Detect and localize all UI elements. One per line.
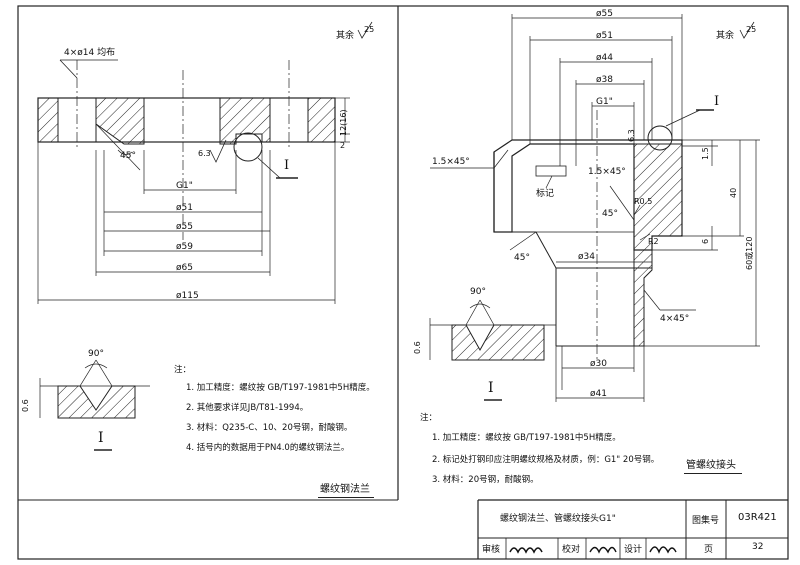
joint-notes-title: 注： — [420, 413, 438, 423]
atlas-label: 图集号 — [692, 516, 720, 526]
right-roughness-value: 25 — [746, 25, 757, 34]
joint-thread: G1" — [596, 97, 613, 107]
title-block-grid — [477, 499, 788, 559]
left-roughness-label: 其余 — [336, 31, 355, 41]
joint-detail-I — [429, 299, 556, 401]
flange-depth-63: 6.3 — [198, 149, 211, 158]
design-label: 设计 — [624, 545, 643, 555]
title-block-title: 螺纹钢法兰、管螺纹接头G1" — [500, 514, 616, 524]
joint-dim-41: ø41 — [590, 389, 607, 399]
flange-note-3: 3. 材料：Q235-C、10、20号钢，耐酸钢。 — [186, 423, 353, 433]
joint-mark-label: 标记 — [536, 189, 555, 199]
joint-dim-30: ø30 — [590, 359, 607, 369]
flange-caption: 螺纹钢法兰 — [320, 484, 370, 495]
joint-detail-marker: I — [714, 94, 720, 109]
joint-angle-45-outer: 45° — [514, 253, 530, 263]
joint-detail-06: 0.6 — [413, 341, 422, 354]
flange-detail-06: 0.6 — [21, 399, 30, 412]
joint-depth-63: 6.3 — [627, 129, 636, 142]
review-label: 审核 — [482, 545, 501, 555]
flange-detail-title: I — [98, 430, 104, 446]
joint-note-3: 3. 材料：20号钢，耐酸钢。 — [432, 475, 539, 485]
joint-caption-underline — [684, 473, 742, 474]
right-roughness-label: 其余 — [716, 31, 735, 41]
joint-chamfer-left: 1.5×45° — [432, 157, 470, 167]
joint-dim-55: ø55 — [596, 9, 613, 19]
joint-chamfer-4: 4×45° — [660, 314, 690, 324]
flange-section — [37, 21, 373, 304]
joint-r05: R0.5 — [634, 197, 653, 206]
flange-dim-65: ø65 — [176, 263, 193, 273]
flange-dim-115: ø115 — [176, 291, 199, 301]
joint-angle-45-inner: 45° — [602, 209, 618, 219]
flange-dim-51: ø51 — [176, 203, 193, 213]
page-label: 页 — [704, 545, 714, 555]
joint-chamfer-inner: 1.5×45° — [588, 167, 626, 177]
flange-detail-angle: 90° — [88, 349, 104, 359]
joint-note-2: 2. 标记处打钢印应注明螺纹规格及材质，例：G1" 20号钢。 — [432, 455, 660, 465]
flange-thread: G1" — [176, 181, 193, 191]
left-roughness-value: 25 — [364, 25, 375, 34]
flange-note-4: 4. 括号内的数据用于PN4.0的螺纹钢法兰。 — [186, 443, 350, 453]
check-label: 校对 — [562, 545, 581, 555]
flange-caption-underline — [318, 497, 374, 498]
holes-label: 4×ø14 均布 — [64, 48, 116, 58]
flange-notes-title: 注： — [174, 365, 192, 375]
joint-dim-34: ø34 — [578, 252, 595, 262]
joint-detail-title: I — [488, 380, 494, 396]
joint-dim-51: ø51 — [596, 31, 613, 41]
joint-caption: 管螺纹接头 — [686, 460, 736, 471]
flange-angle-45: 45° — [120, 151, 136, 161]
joint-v60: 60或120 — [745, 236, 754, 270]
flange-dim-55: ø55 — [176, 222, 193, 232]
joint-v6: 6 — [701, 238, 710, 244]
flange-note-1: 1. 加工精度：螺纹按 GB/T197-1981中5H精度。 — [186, 383, 375, 393]
joint-r2: R2 — [648, 237, 659, 246]
joint-v40: 40 — [729, 187, 738, 198]
joint-note-1: 1. 加工精度：螺纹按 GB/T197-1981中5H精度。 — [432, 433, 621, 443]
joint-section — [430, 14, 760, 402]
flange-detail-marker: I — [284, 158, 290, 173]
joint-detail-angle: 90° — [470, 287, 486, 297]
flange-height-2: 2 — [340, 141, 346, 150]
page-number: 32 — [752, 542, 764, 552]
outer-frame — [17, 5, 789, 560]
flange-note-2: 2. 其他要求详见JB/T81-1994。 — [186, 403, 309, 413]
flange-dim-59: ø59 — [176, 242, 193, 252]
atlas-number: 03R421 — [738, 512, 777, 523]
flange-detail-I — [39, 359, 150, 451]
flange-height-12: 12(16) — [339, 109, 348, 136]
joint-dim-44: ø44 — [596, 53, 613, 63]
joint-v15: 1.5 — [701, 147, 710, 160]
joint-dim-38: ø38 — [596, 75, 613, 85]
